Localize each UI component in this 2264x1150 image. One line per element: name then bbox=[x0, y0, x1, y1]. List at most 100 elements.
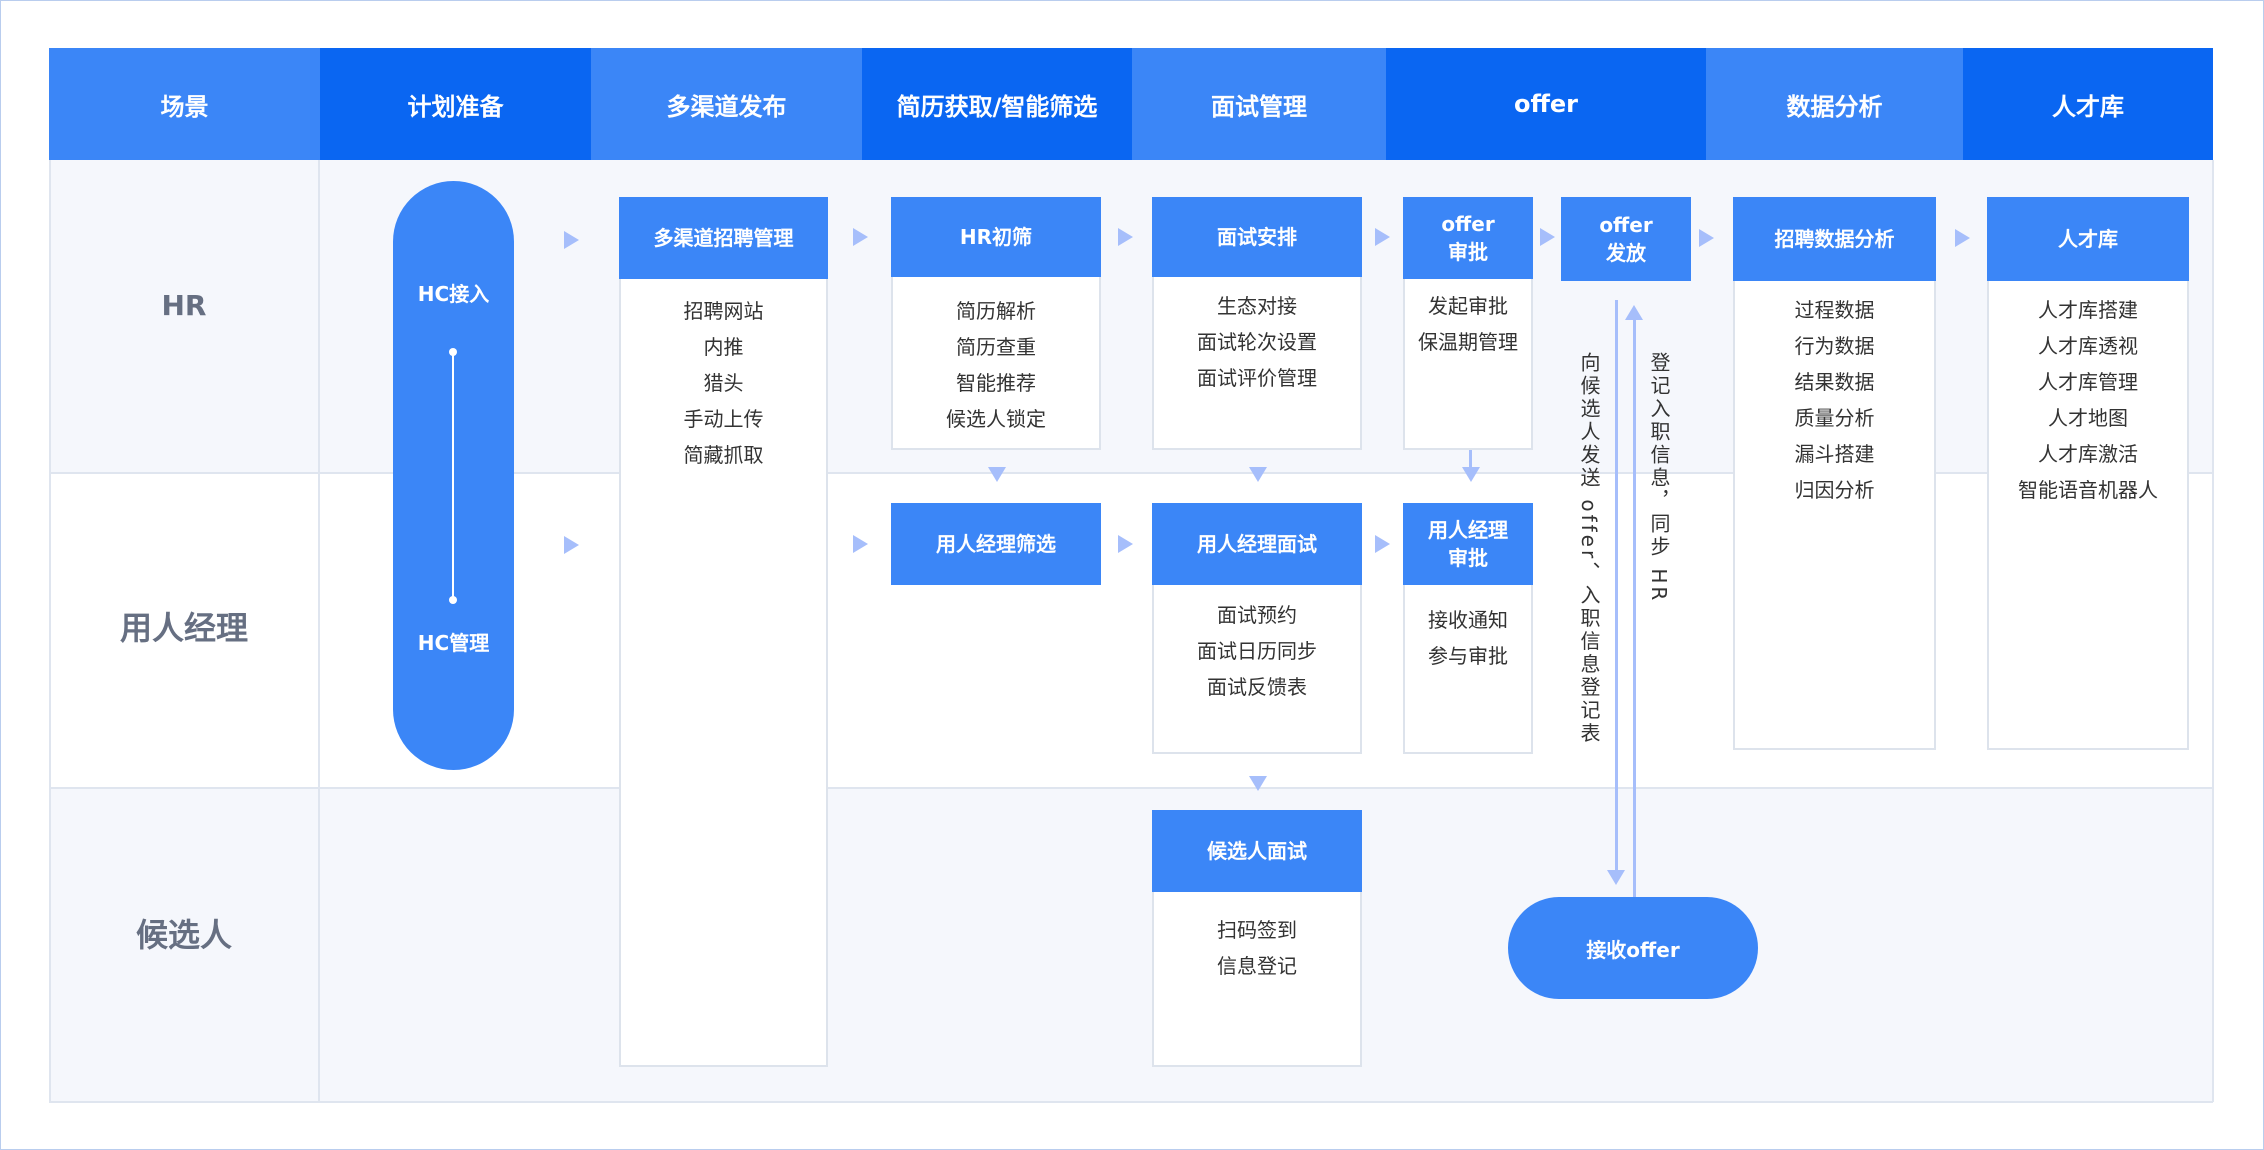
card-manager-interview-items: 面试预约 面试日历同步 面试反馈表 bbox=[1152, 597, 1362, 705]
column-header-scene: 场景 bbox=[49, 48, 320, 160]
list-item: 扫码签到 bbox=[1217, 918, 1297, 942]
list-item: 手动上传 bbox=[683, 407, 764, 431]
list-item: 结果数据 bbox=[1794, 370, 1875, 394]
list-item: 猎头 bbox=[703, 371, 744, 395]
flow-line-up bbox=[1633, 320, 1636, 897]
flow-arrow-up bbox=[1625, 305, 1643, 320]
flow-arrow-right bbox=[1375, 228, 1390, 246]
card-manager-approve-title: 用人经理 审批 bbox=[1403, 503, 1533, 585]
card-hr-screen-items: 简历解析 简历查重 智能推荐 候选人锁定 bbox=[891, 293, 1101, 437]
list-item: 人才地图 bbox=[2048, 406, 2128, 430]
hc-access-label: HC接入 bbox=[417, 282, 490, 306]
flow-text-send-offer: 向候选人发送 offer、入职信息登记表 bbox=[1577, 352, 1601, 746]
list-item: 人才库搭建 bbox=[2038, 298, 2138, 322]
card-offer-approve-title: offer 审批 bbox=[1403, 197, 1533, 279]
card-talent-pool-title: 人才库 bbox=[1987, 197, 2189, 281]
flow-arrow-right bbox=[564, 231, 579, 249]
flow-arrow-right bbox=[564, 536, 579, 554]
flow-arrow-down bbox=[1249, 776, 1267, 791]
lane-divider bbox=[49, 787, 2213, 789]
flow-arrow-right bbox=[1955, 229, 1970, 247]
card-hr-screen-title: HR初筛 bbox=[891, 197, 1101, 277]
flow-arrow-right bbox=[1118, 228, 1133, 246]
list-item: 归因分析 bbox=[1794, 478, 1875, 502]
column-header-offer: offer bbox=[1386, 48, 1706, 160]
column-header-screening: 简历获取/智能筛选 bbox=[862, 48, 1132, 160]
list-item: 信息登记 bbox=[1217, 954, 1297, 978]
list-item: 过程数据 bbox=[1794, 298, 1875, 322]
list-item: 面试轮次设置 bbox=[1197, 330, 1317, 354]
list-item: 接收通知 bbox=[1428, 608, 1508, 632]
flow-arrow-right bbox=[853, 228, 868, 246]
card-interview-arrange-title: 面试安排 bbox=[1152, 197, 1362, 277]
receive-offer-pill: 接收offer bbox=[1508, 897, 1758, 999]
card-candidate-interview-items: 扫码签到 信息登记 bbox=[1152, 912, 1362, 984]
list-item: 面试评价管理 bbox=[1197, 366, 1317, 390]
card-multichannel bbox=[619, 197, 828, 1067]
card-data-analysis-title: 招聘数据分析 bbox=[1733, 197, 1936, 281]
row-label-hr: HR bbox=[161, 288, 207, 322]
hc-connector-line bbox=[452, 352, 454, 600]
flow-arrow-right bbox=[1540, 228, 1555, 246]
lane-candidate bbox=[49, 788, 2213, 1102]
list-item: 面试反馈表 bbox=[1207, 675, 1307, 699]
card-manager-approve-items: 接收通知 参与审批 bbox=[1403, 602, 1533, 674]
list-item: 保温期管理 bbox=[1418, 330, 1518, 354]
lane-border bbox=[49, 160, 51, 1102]
list-item: 候选人锁定 bbox=[946, 407, 1046, 431]
lane-border bbox=[2212, 160, 2214, 1102]
list-item: 人才库激活 bbox=[2038, 442, 2138, 466]
lane-divider bbox=[49, 472, 2213, 474]
lane-divider bbox=[49, 1101, 2213, 1103]
card-offer-send-title: offer 发放 bbox=[1561, 197, 1691, 281]
list-item: 智能推荐 bbox=[956, 371, 1036, 395]
list-item: 招聘网站 bbox=[683, 299, 764, 323]
list-item: 面试预约 bbox=[1217, 603, 1297, 627]
list-item: 漏斗搭建 bbox=[1794, 442, 1875, 466]
hc-connector-dot bbox=[449, 596, 457, 604]
flow-arrow-down bbox=[988, 467, 1006, 482]
flow-arrow-right bbox=[1375, 535, 1390, 553]
flow-arrow-down bbox=[1462, 467, 1480, 482]
flow-arrow-right bbox=[1118, 535, 1133, 553]
card-talent-pool bbox=[1987, 197, 2189, 750]
card-candidate-interview-title: 候选人面试 bbox=[1152, 810, 1362, 892]
column-header-planning: 计划准备 bbox=[320, 48, 591, 160]
list-item: 简历解析 bbox=[956, 299, 1036, 323]
list-item: 面试日历同步 bbox=[1197, 639, 1317, 663]
card-multichannel-items: 招聘网站 内推 猎头 手动上传 简藏抓取 bbox=[619, 293, 828, 473]
list-item: 简藏抓取 bbox=[683, 443, 764, 467]
flow-line-down bbox=[1615, 300, 1618, 875]
list-item: 行为数据 bbox=[1794, 334, 1875, 358]
column-header-publish: 多渠道发布 bbox=[591, 48, 862, 160]
column-header-talent-pool: 人才库 bbox=[1963, 48, 2213, 160]
list-item: 质量分析 bbox=[1794, 406, 1875, 430]
card-data-analysis bbox=[1733, 197, 1936, 750]
flow-line-short bbox=[1469, 450, 1472, 470]
list-item: 简历查重 bbox=[956, 335, 1036, 359]
list-item: 人才库透视 bbox=[2038, 334, 2138, 358]
lane-label-divider bbox=[318, 160, 320, 1102]
hc-manage-label: HC管理 bbox=[417, 631, 490, 655]
row-label-manager: 用人经理 bbox=[119, 608, 248, 647]
card-data-analysis-items: 过程数据 行为数据 结果数据 质量分析 漏斗搭建 归因分析 bbox=[1733, 292, 1936, 508]
card-offer-approve-items: 发起审批 保温期管理 bbox=[1403, 288, 1533, 360]
flow-arrow-right bbox=[1699, 229, 1714, 247]
list-item: 发起审批 bbox=[1428, 294, 1508, 318]
list-item: 生态对接 bbox=[1217, 294, 1297, 318]
list-item: 参与审批 bbox=[1428, 644, 1508, 668]
flow-arrow-down bbox=[1249, 467, 1267, 482]
card-talent-pool-items: 人才库搭建 人才库透视 人才库管理 人才地图 人才库激活 智能语音机器人 bbox=[1987, 292, 2189, 508]
card-multichannel-title: 多渠道招聘管理 bbox=[619, 197, 828, 279]
column-header-data-analysis: 数据分析 bbox=[1706, 48, 1963, 160]
card-manager-screen-title: 用人经理筛选 bbox=[891, 503, 1101, 585]
card-manager-interview-title: 用人经理面试 bbox=[1152, 503, 1362, 585]
list-item: 内推 bbox=[703, 335, 744, 359]
column-header-interview: 面试管理 bbox=[1132, 48, 1386, 160]
flow-arrow-down bbox=[1607, 870, 1625, 885]
card-interview-arrange-items: 生态对接 面试轮次设置 面试评价管理 bbox=[1152, 288, 1362, 396]
list-item: 智能语音机器人 bbox=[2018, 478, 2158, 502]
list-item: 人才库管理 bbox=[2038, 370, 2138, 394]
hc-connector-dot bbox=[449, 348, 457, 356]
flow-text-register: 登记入职信息，同步 HR bbox=[1647, 352, 1671, 604]
